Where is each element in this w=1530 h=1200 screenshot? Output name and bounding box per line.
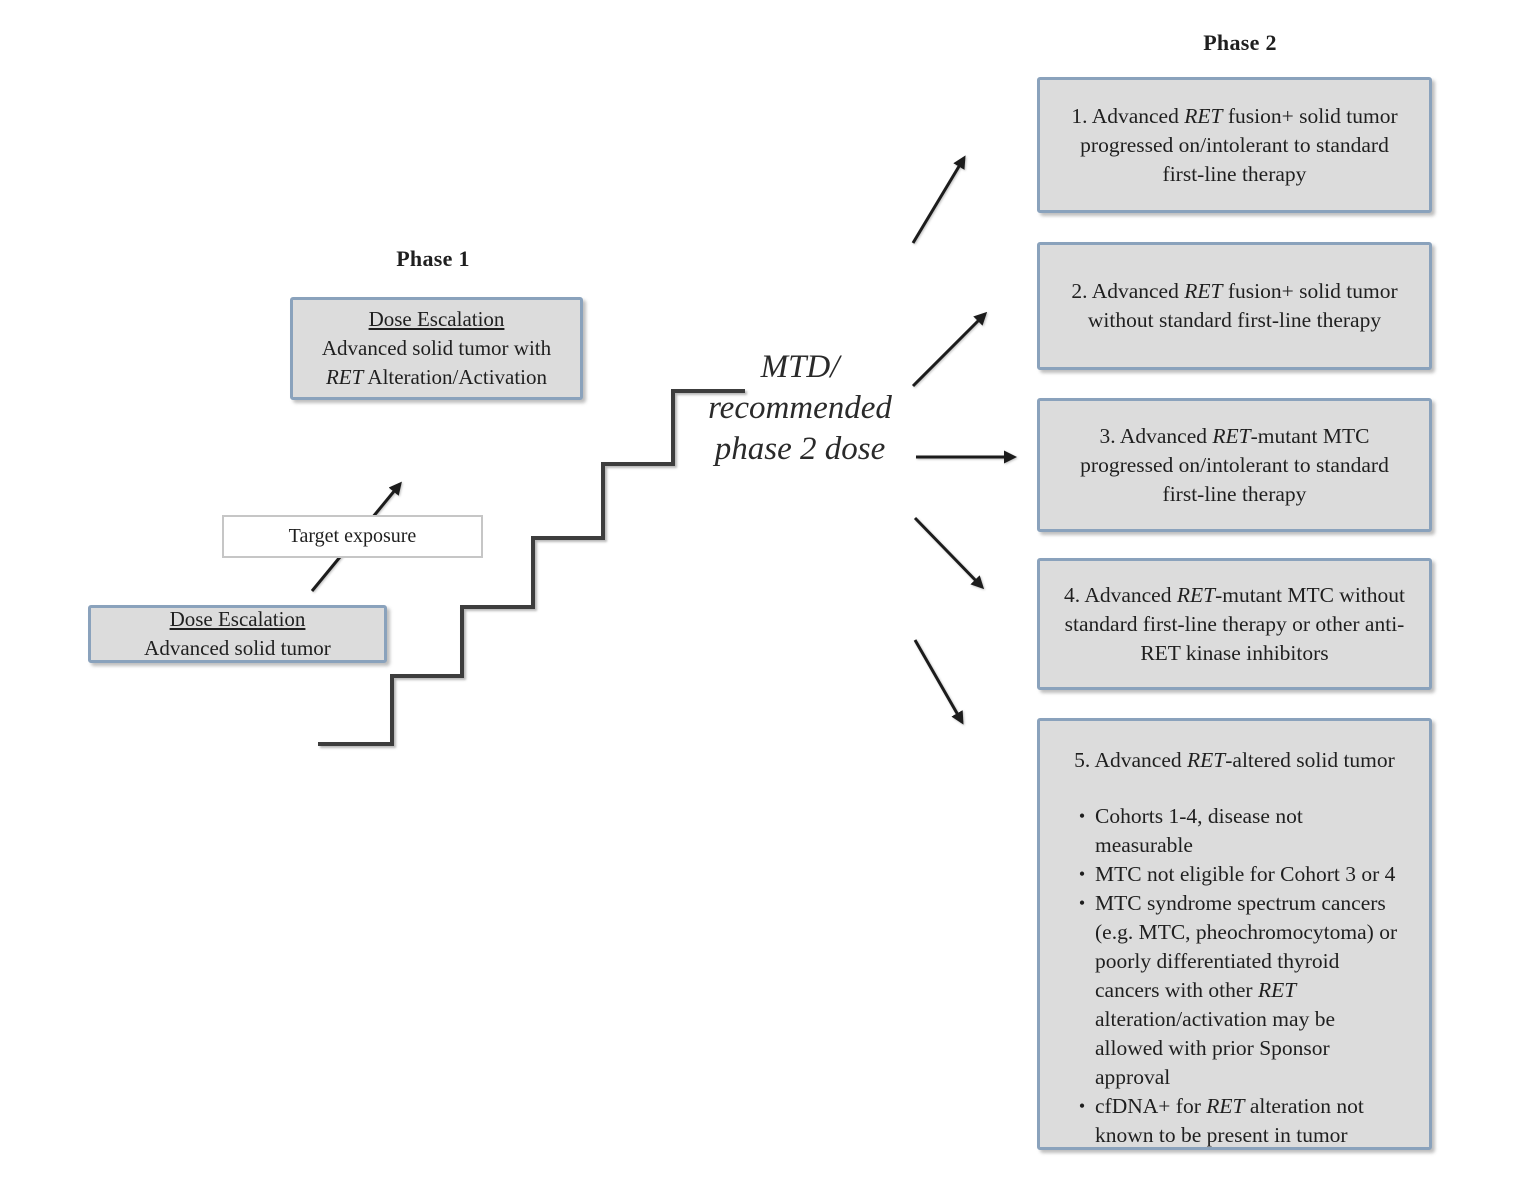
mtd-line: recommended [708,390,892,426]
mtd-rp2d-label: MTD/ recommended phase 2 dose [645,347,955,470]
cohort-5-title: 5. Advanced RET-altered solid tumor [1074,748,1395,772]
mtd-line: MTD/ [760,349,840,385]
target-exposure-label: Target exposure [288,525,417,547]
arrow-to-cohort-2 [911,311,988,388]
bullet-text: cfDNA+ for RET alteration not known to b… [1095,1094,1364,1147]
cohort-3-box: 3. Advanced RET-mutant MTC progressed on… [1037,398,1432,532]
cohort-5-box: 5. Advanced RET-altered solid tumor • Co… [1037,718,1432,1150]
phase1-dose-escalation-box: Dose Escalation Advanced solid tumor [88,605,387,663]
box-text-line: Advanced solid tumor with [321,336,552,360]
cohort-5-bullet-list: • Cohorts 1-4, disease not measurable • … [1057,802,1412,1150]
cohort-2-text: 2. Advanced RET fusion+ solid tumor with… [1071,279,1398,332]
arrow-to-cohort-1 [911,155,966,244]
bullet-text: MTC syndrome spectrum cancers (e.g. MTC,… [1095,891,1398,1089]
bullet-item: • cfDNA+ for RET alteration not known to… [1069,1092,1402,1150]
box-text-line: RET Alteration/Activation [325,365,548,389]
dose-escalation-staircase [318,389,745,746]
phase2-title: Phase 2 [1203,30,1277,55]
bullet-icon: • [1078,893,1086,913]
box-text-line: Advanced solid tumor [144,636,331,660]
bullet-icon: • [1078,806,1086,826]
mtd-line: phase 2 dose [714,431,886,467]
arrow-to-cohort-5 [913,639,964,725]
bullet-item: • MTC not eligible for Cohort 3 or 4 [1069,860,1402,889]
cohort-3-text: 3. Advanced RET-mutant MTC progressed on… [1080,423,1389,506]
bullet-item: • MTC syndrome spectrum cancers (e.g. MT… [1069,889,1402,1092]
phase1-dose-escalation-ret-box: Dose Escalation Advanced solid tumor wit… [290,297,583,400]
dose-escalation-heading: Dose Escalation [368,307,505,331]
arrow-to-cohort-4 [913,516,985,590]
bullet-item: • Cohorts 1-4, disease not measurable [1069,802,1402,860]
bullet-text: Cohorts 1-4, disease not measurable [1095,804,1303,857]
cohort-2-box: 2. Advanced RET fusion+ solid tumor with… [1037,242,1432,370]
cohort-1-box: 1. Advanced RET fusion+ solid tumor prog… [1037,77,1432,213]
target-exposure-box: Target exposure [222,515,483,558]
phase1-title: Phase 1 [396,246,470,271]
dose-escalation-heading: Dose Escalation [169,607,306,631]
cohort-4-text: 4. Advanced RET-mutant MTC without stand… [1064,582,1405,665]
bullet-icon: • [1078,864,1086,884]
bullet-text: MTC not eligible for Cohort 3 or 4 [1095,862,1396,886]
cohort-4-box: 4. Advanced RET-mutant MTC without stand… [1037,558,1432,690]
cohort-1-text: 1. Advanced RET fusion+ solid tumor prog… [1071,103,1398,186]
bullet-icon: • [1078,1096,1086,1116]
